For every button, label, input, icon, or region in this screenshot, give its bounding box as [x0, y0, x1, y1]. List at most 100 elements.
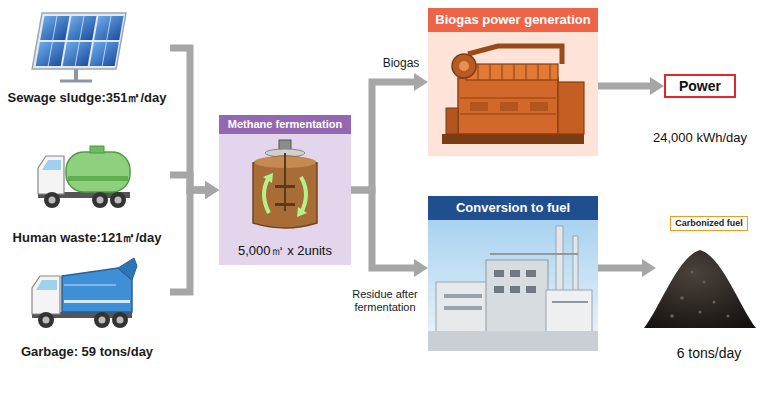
fuel-plant-picture: [510, 270, 520, 277]
garbage-truck-icon: [94, 312, 110, 328]
fuel-plant-picture: [436, 282, 490, 332]
gas-engine-picture: [442, 134, 584, 144]
source-item: Sewage sludge:351㎥/day: [4, 8, 170, 108]
garbage-truck-icon: [99, 317, 106, 324]
process-heading: Methane fermentation: [219, 115, 351, 134]
garbage-truck-icon: [118, 258, 137, 280]
tank-truck-icon: [92, 192, 108, 208]
fuel-plant-picture: [428, 331, 598, 351]
fermentation-tank-picture: [275, 185, 295, 188]
fuel-plant-picture: [546, 290, 592, 332]
flow-arrow: [351, 190, 414, 268]
tank-truck-icon: [49, 197, 56, 204]
fermentation-tank-picture: [301, 177, 306, 213]
solar-panel-icon: [75, 16, 84, 66]
fuel-plant-picture: [486, 260, 548, 332]
source-item: Human waste:121㎥/day: [4, 130, 170, 248]
tank-truck-icon: [38, 156, 64, 194]
fermentation-tank-picture: [264, 177, 269, 213]
source-label: Sewage sludge:351㎥/day: [4, 90, 170, 108]
tank-truck-icon: [110, 192, 126, 208]
source-item: Garbage: 59 tons/day: [4, 252, 170, 362]
output-value: 24,000 kWh/day: [640, 130, 760, 146]
solar-panel-icon: [60, 80, 92, 83]
solar-panel-icon: [102, 16, 111, 66]
tank-truck-icon: [66, 152, 130, 192]
garbage-truck-icon: [28, 254, 138, 334]
tank-truck-icon: [97, 197, 104, 204]
gas-engine-picture: [460, 97, 556, 99]
garbage-truck-icon: [38, 312, 54, 328]
garbage-truck-icon: [117, 317, 124, 324]
process-heading: Conversion to fuel: [428, 196, 598, 220]
flow-arrow: [170, 48, 205, 190]
flow-arrow: [598, 83, 650, 90]
fuel-plant-picture: [573, 236, 578, 292]
flow-arrow: [598, 265, 642, 272]
source-label: Human waste:121㎥/day: [4, 230, 170, 248]
fuel-pile-picture: [703, 281, 706, 284]
gas-engine-picture: [490, 64, 491, 80]
tank-truck-icon: [115, 197, 122, 204]
gas-engine-picture: [502, 64, 503, 80]
fuel-pile-picture: [713, 301, 716, 304]
fuel-plant-picture: [444, 306, 482, 310]
product-label: Carbonized fuel: [670, 216, 748, 231]
fermentation-tank-picture: [284, 153, 286, 211]
flow-arrow: [170, 190, 205, 292]
gas-engine-picture: [558, 82, 584, 134]
gas-engine-picture: [458, 78, 558, 134]
tank-truck-icon: [44, 192, 60, 208]
gas-engine-picture: [459, 61, 469, 71]
gas-engine-picture: [438, 38, 588, 150]
fuel-plant-picture: [494, 286, 504, 293]
flow-arrow: [351, 82, 414, 190]
process-box: Conversion to fuel: [428, 196, 598, 351]
fermentation-tank-picture: [263, 173, 273, 183]
fuel-pile-picture: [691, 271, 694, 274]
fermentation-tank-picture: [247, 139, 323, 231]
gas-engine-picture: [550, 64, 551, 80]
fermentation-tank-picture: [297, 207, 307, 217]
solar-panel-icon: [48, 16, 57, 66]
gas-engine-picture: [460, 113, 556, 115]
fuel-plant-picture: [428, 220, 598, 351]
gas-engine-picture: [538, 64, 539, 80]
gas-engine-picture: [452, 54, 476, 78]
output-box: Power24,000 kWh/day: [664, 74, 736, 98]
process-box: Biogas power generation: [428, 8, 598, 156]
fuel-pile-picture: [642, 242, 758, 330]
gas-engine-picture: [470, 102, 488, 111]
gas-engine-picture: [500, 102, 518, 111]
process-heading: Biogas power generation: [428, 8, 598, 32]
gas-engine-picture: [478, 64, 479, 80]
garbage-truck-icon: [43, 317, 50, 324]
fuel-pile-picture: [680, 296, 684, 300]
solar-panel-icon: [32, 13, 126, 69]
garbage-truck-icon: [112, 312, 128, 328]
edge-label: Biogas: [378, 56, 424, 70]
gas-engine-picture: [530, 102, 548, 111]
fuel-pile-picture: [644, 250, 756, 328]
tank-truck-icon: [34, 136, 134, 214]
product-value: 6 tons/day: [656, 345, 762, 362]
fuel-plant-picture: [494, 270, 504, 277]
fuel-pile-picture: [727, 315, 730, 318]
fuel-plant-picture: [490, 253, 578, 255]
fuel-plant-picture: [526, 270, 536, 277]
solar-panel-icon: [26, 10, 126, 84]
solar-panel-icon: [32, 13, 126, 69]
gas-engine-picture: [468, 46, 562, 64]
tank-truck-icon: [90, 146, 104, 153]
process-box: Methane fermentation5,000㎥ x 2units: [219, 115, 351, 265]
fuel-plant-picture: [510, 286, 520, 293]
product-item: Carbonized fuel 6 tons/day: [656, 216, 762, 362]
garbage-truck-icon: [62, 268, 132, 312]
fermentation-tank-picture: [275, 203, 295, 206]
fuel-pile-picture: [670, 314, 674, 318]
garbage-truck-icon: [32, 276, 60, 314]
garbage-truck-icon: [64, 300, 130, 303]
garbage-truck-icon: [64, 284, 116, 286]
gas-engine-picture: [514, 64, 515, 80]
